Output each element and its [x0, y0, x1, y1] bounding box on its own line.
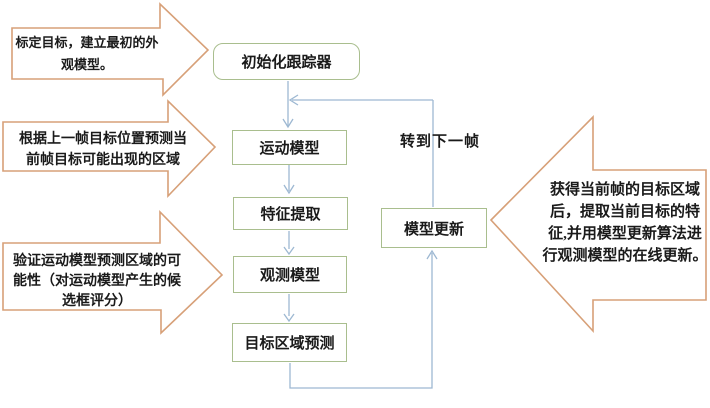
flow-box-target-region-prediction: 目标区域预测 — [232, 323, 347, 362]
callout-arrow-observation — [2, 210, 224, 335]
callout-text-model-update-line4: 行观测模型的在线更新。 — [542, 248, 708, 264]
callout-text-motion-line1: 根据上一帧目标位置预测当 — [19, 132, 187, 147]
flow-box-target-region-prediction-label: 目标区域预测 — [244, 336, 335, 352]
callout-text-model-update-line1: 获得当前帧的目标区域 — [549, 182, 700, 198]
connector-target-to-model-update — [289, 253, 433, 389]
flow-box-init-tracker: 初始化跟踪器 — [213, 43, 360, 80]
arrowhead-down-observation — [283, 246, 295, 256]
flow-box-feature-extraction: 特征提取 — [233, 197, 348, 230]
flow-box-motion-model-label: 运动模型 — [259, 141, 320, 157]
flow-box-observation-model-label: 观测模型 — [259, 268, 320, 284]
flow-box-init-tracker-label: 初始化跟踪器 — [241, 55, 332, 71]
callout-arrow-model-update — [489, 115, 707, 334]
callout-text-model-update-line2: 后，提取当前目标的特 — [549, 204, 700, 220]
callout-text-observation-line1: 验证运动模型预测区域的可 — [13, 254, 181, 269]
flow-box-observation-model: 观测模型 — [233, 256, 347, 293]
flow-box-motion-model: 运动模型 — [232, 130, 347, 165]
next-frame-label: 转到下一帧 — [399, 134, 480, 150]
callout-text-model-update-line3: 征,并用模型更新算法进 — [548, 226, 702, 242]
callout-text-init: 标定目标，建立最初的外 观模型。 — [12, 32, 162, 76]
flow-box-model-update-label: 模型更新 — [403, 221, 464, 238]
arrowhead-down-target — [283, 313, 295, 323]
callout-text-observation-line2: 能性（对运动模型产生的候 — [13, 274, 181, 289]
callout-text-motion: 根据上一帧目标位置预测当 前帧目标可能出现的区域 — [3, 129, 203, 171]
callout-text-motion-line2: 前帧目标可能出现的区域 — [26, 153, 180, 168]
arrowhead-up-model-update — [426, 249, 438, 260]
callout-text-init-line2: 观模型。 — [60, 57, 113, 72]
arrowhead-down-motion — [282, 118, 294, 129]
callout-arrow-init — [11, 2, 210, 97]
callout-text-init-line1: 标定目标，建立最初的外 — [15, 35, 159, 50]
callout-text-observation-line3: 选框评分） — [62, 294, 132, 309]
arrowhead-down-feature — [283, 184, 295, 195]
flow-box-model-update: 模型更新 — [381, 208, 487, 248]
arrowhead-left-feedback — [288, 94, 299, 106]
callout-text-model-update: 获得当前帧的目标区域 后，提取当前目标的特 征,并用模型更新算法进 行观测模型的… — [535, 179, 710, 267]
callout-text-observation: 验证运动模型预测区域的可 能性（对运动模型产生的候 选框评分） — [7, 252, 187, 312]
callout-arrow-motion — [2, 99, 217, 198]
flow-box-feature-extraction-label: 特征提取 — [260, 207, 321, 223]
